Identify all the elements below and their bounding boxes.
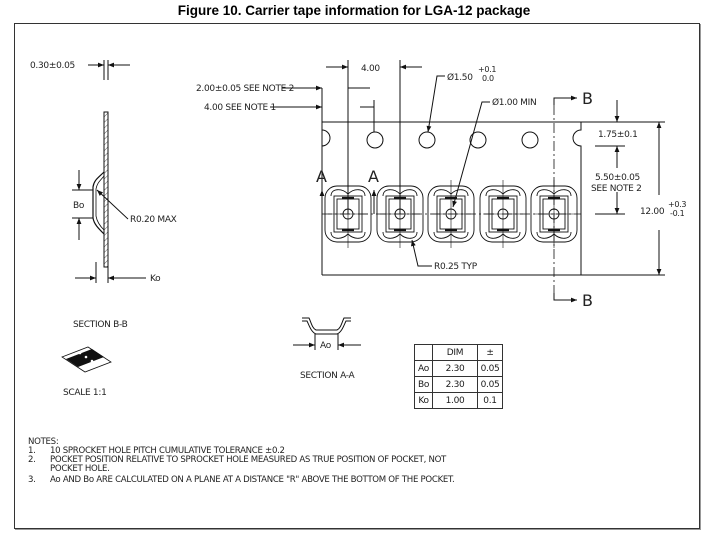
sprocket-hole-dia-label: Ø1.50 [447, 72, 473, 83]
table-row: Bo 2.30 0.05 [414, 376, 503, 393]
drawing-frame [14, 23, 700, 529]
note-item: 2. POCKET POSITION RELATIVE TO SPROCKET H… [28, 455, 446, 465]
table-cell: 1.00 [432, 392, 478, 409]
note-text: POCKET POSITION RELATIVE TO SPROCKET HOL… [50, 455, 447, 465]
hole-to-pocket-label: 5.50±0.05 [595, 173, 640, 183]
sprocket-hole-tol-minus: 0.0 [482, 74, 494, 83]
note-item: 3. Ao AND Bo ARE CALCULATED ON A PLANE AT… [28, 475, 455, 485]
table-cell: 2.30 [432, 360, 478, 377]
table-cell: 0.05 [477, 360, 503, 377]
table-row: Ko 1.00 0.1 [414, 392, 503, 409]
sprocket-hole [366, 131, 384, 149]
table-cell: Ao [414, 360, 433, 377]
table-header-cell: DIM [432, 344, 478, 361]
sprocket-hole [521, 131, 539, 149]
note-text: POCKET HOLE. [50, 464, 110, 474]
scale-label: SCALE 1:1 [63, 388, 107, 398]
note-item: POCKET HOLE. [28, 464, 110, 474]
tape-width-label: 12.00 [640, 207, 665, 217]
table-header-cell [414, 344, 433, 361]
note-item: 1. 10 SPROCKET HOLE PITCH CUMULATIVE TOLE… [28, 446, 285, 456]
section-a-marker-right: A [368, 167, 379, 186]
edge-to-hole-label: 1.75±0.1 [598, 130, 638, 140]
pocket-hole-dia-label: Ø1.00 MIN [492, 97, 536, 108]
section-radius-label: R0.20 MAX [130, 215, 177, 225]
thickness-dim-label: 0.30±0.05 [30, 61, 75, 71]
sprocket-hole-partial [321, 129, 331, 147]
table-cell: 0.1 [477, 392, 503, 409]
section-aa-drawing [293, 317, 361, 350]
section-b-marker-bottom: B [582, 291, 593, 310]
table-cell: 0.05 [477, 376, 503, 393]
table-header-cell: ± [477, 344, 503, 361]
notes-title: NOTES: [28, 437, 59, 447]
note-number: 1. [28, 446, 36, 456]
section-bb-label: SECTION B-B [73, 320, 128, 330]
table-cell: 2.30 [432, 376, 478, 393]
tape-width-tol-plus: +0.3 [668, 200, 686, 209]
figure-title: Figure 10. Carrier tape information for … [177, 3, 531, 18]
table-cell: Ko [414, 392, 433, 409]
ao-label: Ao [320, 341, 332, 351]
isometric-tape-icon [61, 346, 112, 373]
dimension-table: DIM ± Ao 2.30 0.05 Bo 2.30 0.05 Ko 1.00 … [414, 344, 503, 409]
note-number: 2. [28, 455, 36, 465]
sprocket-hole-tol-plus: +0.1 [478, 65, 496, 74]
table-cell: Bo [414, 376, 433, 393]
sprocket-hole [418, 131, 436, 149]
note-number: 3. [28, 475, 36, 485]
pocket [479, 180, 527, 248]
sprocket-hole [469, 131, 487, 149]
section-b-marker-top: B [582, 89, 593, 108]
bo-label: Bo [73, 201, 85, 211]
note-text: 10 SPROCKET HOLE PITCH CUMULATIVE TOLERA… [50, 446, 285, 456]
ko-label: Ko [150, 274, 161, 284]
pockets [324, 180, 578, 248]
table-row: Ao 2.30 0.05 [414, 360, 503, 377]
pocket-radius-label: R0.25 TYP [434, 262, 478, 272]
section-aa-label: SECTION A-A [300, 371, 356, 381]
note-text: Ao AND Bo ARE CALCULATED ON A PLANE AT A… [50, 475, 455, 485]
pocket-pitch-label: 4.00 [361, 64, 380, 74]
section-a-marker-left: A [316, 167, 327, 186]
pocket [427, 180, 475, 248]
section-bb-drawing [72, 60, 146, 283]
hole-pitch-label: 4.00 SEE NOTE 1 [204, 103, 276, 113]
table-header-row: DIM ± [414, 344, 503, 361]
pocket-offset-label: 2.00±0.05 SEE NOTE 2 [196, 84, 294, 94]
tape-width-tol-minus: -0.1 [670, 209, 685, 218]
hole-to-pocket-note: SEE NOTE 2 [591, 184, 642, 194]
